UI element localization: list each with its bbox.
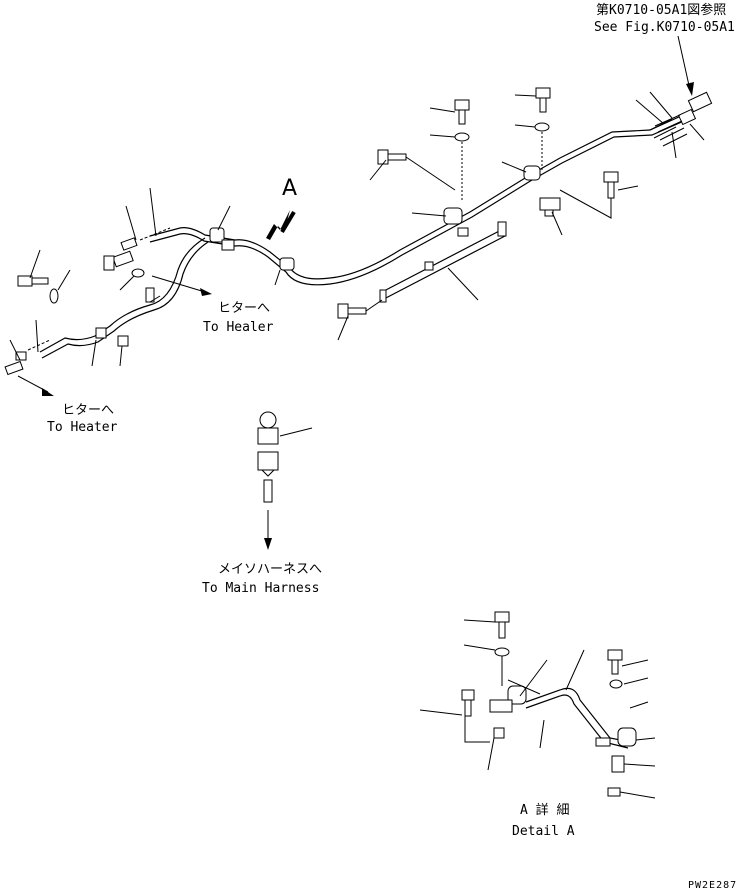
clamp-2 xyxy=(523,165,541,181)
leader-lines xyxy=(9,91,705,367)
heater-arrow-lower xyxy=(17,375,54,396)
harness-en: To Main Harness xyxy=(202,581,319,596)
terminal-lower xyxy=(4,339,51,376)
clamp-1 xyxy=(443,207,469,237)
drawing-code: PW2E287 xyxy=(688,880,737,891)
main-pipe xyxy=(149,111,694,286)
heater-upper-jp: ヒターへ xyxy=(218,301,270,316)
clamp-4 xyxy=(209,227,235,251)
bolt-top-2 xyxy=(534,87,551,170)
bracket-rail xyxy=(379,221,507,303)
harness-connector xyxy=(257,411,313,550)
harness-jp: メイソハーネスへ xyxy=(218,562,322,577)
heater-arrow-upper xyxy=(151,275,212,296)
view-marker-a: A xyxy=(282,176,297,201)
view-arrow-icon xyxy=(266,210,296,240)
heater-lower-jp: ヒターへ xyxy=(62,403,114,418)
heater-lower-en: To Heater xyxy=(47,420,118,435)
detail-a-jp: A 詳 細 xyxy=(520,802,569,818)
right-connector xyxy=(649,91,713,147)
clamp-3 xyxy=(274,257,295,286)
detail-a-en: Detail A xyxy=(512,824,575,839)
branch-cable xyxy=(39,237,209,359)
bolt-lower-rail xyxy=(337,299,383,319)
clip-left xyxy=(95,287,155,347)
connector-mid-left xyxy=(103,250,145,278)
bolt-left-mid xyxy=(377,149,456,191)
reference-arrow xyxy=(677,35,694,96)
detail-a-drawing xyxy=(419,611,656,799)
bolt-top-3 xyxy=(559,171,619,219)
clamp-bracket-right xyxy=(539,197,561,217)
terminal-upper xyxy=(120,227,171,251)
reference-en: See Fig.K0710-05A1 xyxy=(594,20,735,35)
bolt-left-upper xyxy=(17,275,59,304)
heater-upper-en: To Healer xyxy=(203,320,274,335)
bolt-top-1 xyxy=(454,99,470,200)
reference-jp: 第K0710-05A1図参照 xyxy=(596,2,726,18)
